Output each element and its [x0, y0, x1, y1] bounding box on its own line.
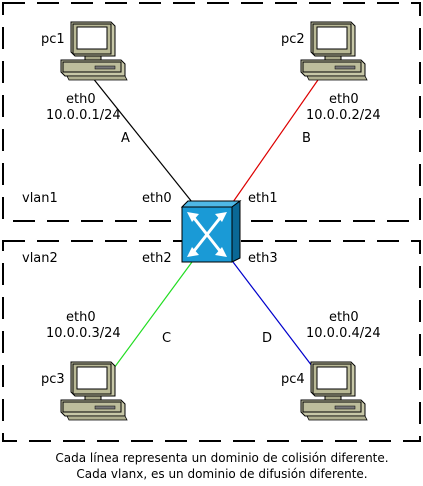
caption-line-2: Cada vlanx, es un dominio de difusión di… [76, 467, 367, 481]
link-b [232, 76, 321, 203]
link-a-label: A [121, 131, 130, 146]
vlan1-boundary [2, 2, 421, 222]
pc4-icon [300, 361, 368, 421]
switch-port-eth3: eth3 [248, 251, 278, 266]
vlan1-label: vlan1 [22, 191, 58, 206]
pc4-label: pc4 [281, 372, 305, 387]
pc1-iface: eth0 [66, 92, 96, 107]
switch-port-eth0: eth0 [142, 191, 172, 206]
link-c-label: C [162, 331, 171, 346]
caption-line-1: Cada línea representa un dominio de coli… [55, 451, 388, 465]
pc1-label: pc1 [41, 32, 65, 47]
pc1-ip: 10.0.0.1/24 [46, 108, 121, 123]
pc2-label: pc2 [281, 32, 305, 47]
pc3-icon [60, 361, 128, 421]
switch-icon [180, 200, 242, 263]
pc3-label: pc3 [41, 372, 65, 387]
switch-port-eth1: eth1 [248, 191, 278, 206]
link-c [113, 261, 193, 369]
link-d-label: D [262, 331, 272, 346]
pc4-ip: 10.0.0.4/24 [306, 326, 381, 341]
pc4-iface: eth0 [329, 310, 359, 325]
pc2-ip: 10.0.0.2/24 [306, 108, 381, 123]
pc3-ip: 10.0.0.3/24 [46, 326, 121, 341]
switch-port-eth2: eth2 [142, 251, 172, 266]
pc3-iface: eth0 [66, 310, 96, 325]
vlan2-label: vlan2 [22, 251, 58, 266]
pc1-icon [60, 21, 128, 81]
link-a [91, 76, 193, 203]
link-b-label: B [302, 131, 311, 146]
link-d [232, 261, 313, 367]
pc2-icon [300, 21, 368, 81]
pc2-iface: eth0 [329, 92, 359, 107]
